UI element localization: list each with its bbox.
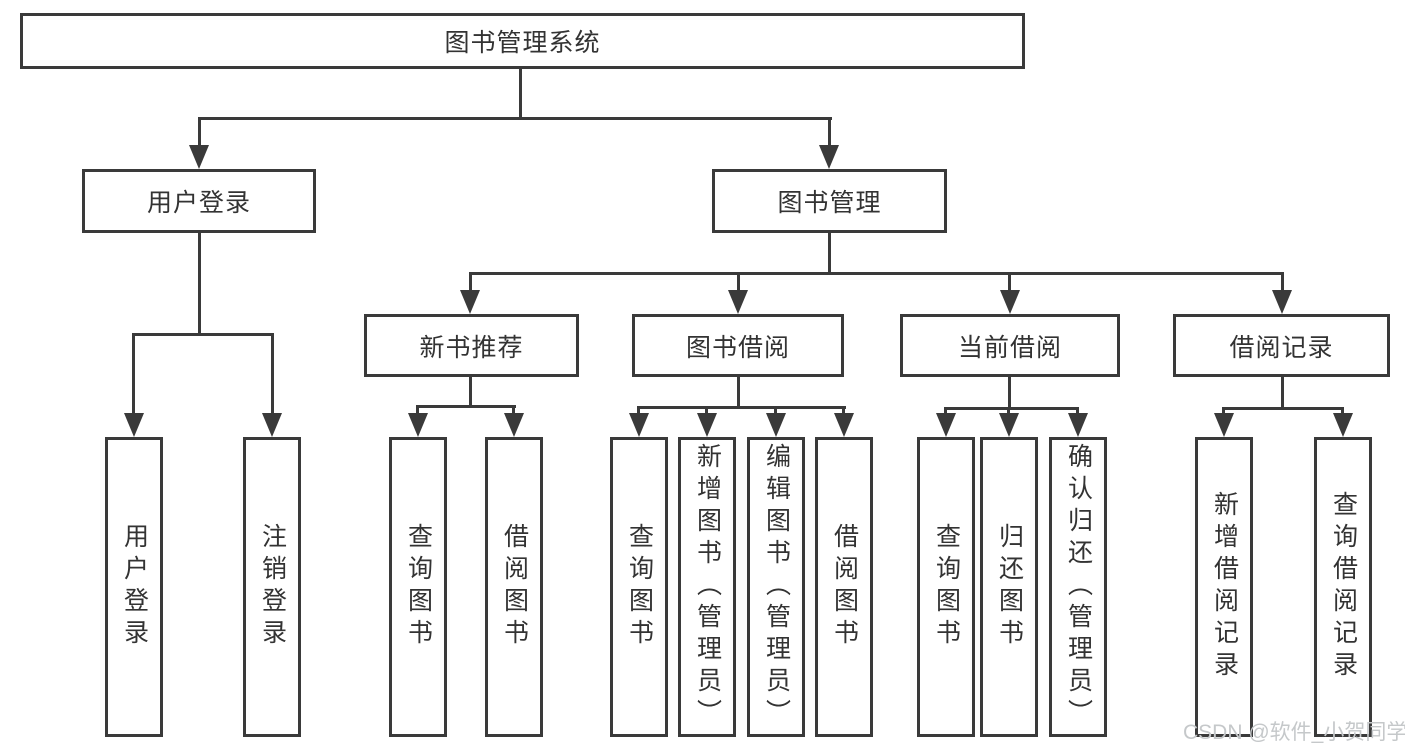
connector-line [705, 406, 708, 417]
node-current-borrow: 当前借阅 [900, 314, 1120, 377]
arrowhead-down-icon [504, 413, 524, 437]
connector-line [198, 117, 201, 149]
arrowhead-down-icon [629, 413, 649, 437]
csdn-watermark: CSDN @软件_小贺同学 [1183, 721, 1405, 744]
node-book-borrow: 图书借阅 [632, 314, 844, 377]
arrowhead-down-icon [124, 413, 144, 437]
arrowhead-down-icon [408, 413, 428, 437]
leaf-query-books-current: 查询图书 [917, 437, 975, 737]
arrowhead-down-icon [819, 145, 839, 169]
arrowhead-down-icon [189, 145, 209, 169]
arrowhead-down-icon [1333, 413, 1353, 437]
connector-line [1222, 407, 1225, 417]
connector-line [469, 272, 1284, 275]
connector-line [1008, 377, 1011, 410]
leaf-borrow-books-recommend: 借阅图书 [485, 437, 543, 737]
connector-line [828, 117, 831, 149]
connector-line [1281, 272, 1284, 292]
connector-line [198, 117, 832, 120]
connector-line [774, 406, 777, 417]
connector-line [271, 333, 274, 415]
connector-line [1076, 407, 1079, 417]
arrowhead-down-icon [1000, 290, 1020, 314]
connector-line [132, 333, 274, 336]
connector-line [1222, 407, 1344, 410]
arrowhead-down-icon [728, 290, 748, 314]
arrowhead-down-icon [262, 413, 282, 437]
connector-line [842, 406, 845, 417]
arrowhead-down-icon [766, 413, 786, 437]
arrowhead-down-icon [834, 413, 854, 437]
node-user-login: 用户登录 [82, 169, 316, 233]
arrowhead-down-icon [697, 413, 717, 437]
arrowhead-down-icon [460, 290, 480, 314]
connector-line [416, 405, 516, 408]
connector-line [512, 405, 515, 417]
leaf-query-borrow-record: 查询借阅记录 [1314, 437, 1372, 737]
arrowhead-down-icon [936, 413, 956, 437]
connector-line [416, 405, 419, 417]
connector-line [737, 377, 740, 409]
connector-line [637, 406, 846, 409]
node-borrow-records: 借阅记录 [1173, 314, 1390, 377]
connector-line [132, 333, 135, 415]
leaf-add-book-admin: 新增图书（管理员） [678, 437, 736, 737]
connector-line [944, 407, 947, 417]
connector-line [828, 233, 831, 275]
leaf-user-login: 用户登录 [105, 437, 163, 737]
connector-line [1007, 407, 1010, 417]
leaf-query-books-borrow: 查询图书 [610, 437, 668, 737]
connector-line [1008, 272, 1011, 292]
node-new-book-recommend: 新书推荐 [364, 314, 579, 377]
connector-line [1281, 377, 1284, 410]
connector-line [198, 233, 201, 336]
leaf-add-borrow-record: 新增借阅记录 [1195, 437, 1253, 737]
leaf-borrow-books-borrow: 借阅图书 [815, 437, 873, 737]
arrowhead-down-icon [1214, 413, 1234, 437]
connector-line [637, 406, 640, 417]
connector-line [737, 272, 740, 292]
connector-line [944, 407, 1079, 410]
arrowhead-down-icon [1272, 290, 1292, 314]
connector-line [1341, 407, 1344, 417]
arrowhead-down-icon [1068, 413, 1088, 437]
connector-line [519, 69, 522, 120]
connector-line [469, 272, 472, 292]
connector-line [469, 377, 472, 408]
node-book-management: 图书管理 [712, 169, 947, 233]
node-library-system: 图书管理系统 [20, 13, 1025, 69]
leaf-edit-book-admin: 编辑图书（管理员） [747, 437, 805, 737]
leaf-query-books-recommend: 查询图书 [389, 437, 447, 737]
leaf-logout: 注销登录 [243, 437, 301, 737]
leaf-return-books: 归还图书 [980, 437, 1038, 737]
leaf-confirm-return-admin: 确认归还（管理员） [1049, 437, 1107, 737]
arrowhead-down-icon [999, 413, 1019, 437]
